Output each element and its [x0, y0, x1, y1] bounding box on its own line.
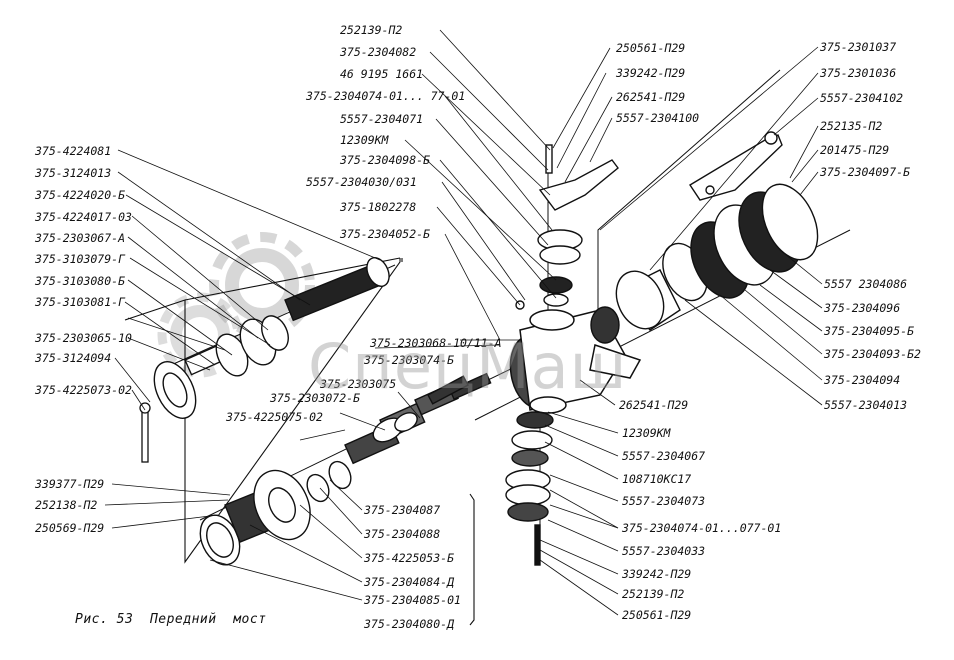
label-left-3: 375-4224017-03 [34, 210, 132, 224]
label-top-center-1: 375-2304082 [339, 45, 416, 59]
label-top-right-small-1: 339242-П29 [615, 66, 685, 80]
label-top-right-4: 201475-П29 [820, 143, 889, 157]
labels-bottom-right: 12309КМ 5557-2304067 108710КС17 5557-230… [621, 426, 781, 622]
label-bottom-right-6: 339242-П29 [621, 567, 691, 581]
label-top-center-3: 375-2304074-01... 77-01 [305, 89, 465, 103]
label-middle-4: 375-4225075-02 [225, 410, 323, 424]
label-middle-3: 375-2303072-Б [269, 391, 360, 405]
label-top-right-small-3: 5557-2304100 [616, 111, 699, 125]
label-left-2: 375-4224020-Б [34, 188, 125, 202]
label-top-right-2: 5557-2304102 [820, 91, 903, 105]
label-bottom-center-1: 375-2304088 [363, 527, 440, 541]
top-kingpin-stack [537, 144, 619, 307]
label-bottom-left-2: 250569-П29 [35, 521, 104, 535]
label-bottom-center-4: 375-2304085-01 [363, 593, 461, 607]
label-left-5: 375-3103079-Г [34, 252, 126, 266]
label-top-right-5: 375-2304097-Б [819, 165, 910, 179]
labels-right: 5557 2304086 375-2304096 375-2304095-Б 3… [823, 277, 921, 412]
label-left-0: 375-4224081 [34, 144, 111, 158]
label-top-right-small-0: 250561-П29 [616, 41, 685, 55]
label-top-center-7: 5557-2304030/031 [306, 175, 417, 189]
label-bottom-right-4: 375-2304074-01...077-01 [621, 521, 781, 535]
labels-top-right-small: 250561-П29 339242-П29 262541-П29 5557-23… [615, 41, 699, 125]
label-bottom-right-8: 250561-П29 [622, 608, 691, 622]
label-top-right-1: 375-2301036 [819, 66, 896, 80]
leader-lines [104, 29, 823, 616]
label-bottom-left-0: 339377-П29 [34, 477, 104, 491]
label-left-10: 375-4225073-02 [34, 383, 132, 397]
label-top-right-0: 375-2301037 [819, 40, 896, 54]
label-bottom-center-2: 375-4225053-Б [363, 551, 454, 565]
label-right-0: 5557 2304086 [824, 277, 907, 291]
labels-bottom-left: 339377-П29 252138-П2 250569-П29 [34, 477, 104, 535]
label-bottom-left-1: 252138-П2 [35, 498, 97, 512]
label-left-9: 375-3124094 [34, 351, 111, 365]
label-top-center-8: 375-1802278 [339, 200, 416, 214]
labels-left: 375-4224081 375-3124013 375-4224020-Б 37… [34, 144, 132, 397]
label-bottom-center-3: 375-2304084-Д [363, 575, 455, 589]
label-right-1: 375-2304096 [823, 301, 900, 315]
label-top-right-3: 252135-П2 [820, 119, 882, 133]
label-left-8: 375-2303065-10 [34, 331, 132, 345]
labels-middle: 375-2303068-10/11-А 375-2303074-Б 375-23… [225, 336, 688, 424]
label-bottom-right-2: 108710КС17 [622, 472, 691, 486]
label-bottom-right-5: 5557-2304033 [622, 544, 705, 558]
bottom-kingpin-stack [505, 411, 554, 566]
labels-bottom-center: 375-2304087 375-2304088 375-4225053-Б 37… [363, 503, 461, 631]
label-left-4: 375-2303067-А [34, 231, 125, 245]
labels-top-right: 375-2301037 375-2301036 5557-2304102 252… [819, 40, 910, 179]
labels-top-center: 252139-П2 375-2304082 46 9195 1661 375-2… [305, 23, 465, 241]
steering-lever [689, 131, 783, 201]
label-left-7: 375-3103081-Г [34, 295, 126, 309]
label-left-1: 375-3124013 [34, 166, 111, 180]
label-bottom-right-7: 252139-П2 [622, 587, 684, 601]
label-top-center-4: 5557-2304071 [340, 112, 423, 126]
label-bottom-right-0: 12309КМ [622, 426, 672, 440]
label-middle-0: 375-2303068-10/11-А [369, 336, 502, 350]
label-bottom-right-3: 5557-2304073 [622, 494, 705, 508]
label-middle-2: 375-2303075 [319, 377, 396, 391]
label-top-center-0: 252139-П2 [340, 23, 402, 37]
label-top-center-6: 375-2304098-Б [339, 153, 430, 167]
label-right-5: 5557-2304013 [824, 398, 907, 412]
label-right-4: 375-2304094 [823, 373, 900, 387]
label-right-2: 375-2304095-Б [823, 324, 914, 338]
label-bottom-right-1: 5557-2304067 [622, 449, 705, 463]
label-left-6: 375-3103080-Б [34, 274, 125, 288]
label-middle-5: 262541-П29 [619, 398, 688, 412]
label-top-right-small-2: 262541-П29 [616, 90, 685, 104]
label-top-center-2: 46 9195 1661 [340, 67, 423, 81]
label-bottom-center-0: 375-2304087 [363, 503, 440, 517]
label-bottom-center-5: 375-2304080-Д [363, 617, 455, 631]
label-right-3: 375-2304093-Б2 [823, 347, 921, 361]
label-middle-1: 375-2303074-Б [363, 353, 454, 367]
figure-caption: Рис. 53 Передний мост [75, 612, 267, 627]
bolt-left [139, 402, 151, 463]
label-top-center-5: 12309КМ [340, 133, 390, 147]
right-hub-brake [590, 183, 819, 344]
label-top-center-9: 375-2304052-Б [339, 227, 430, 241]
watermark-text: СпецМаш [308, 330, 628, 403]
